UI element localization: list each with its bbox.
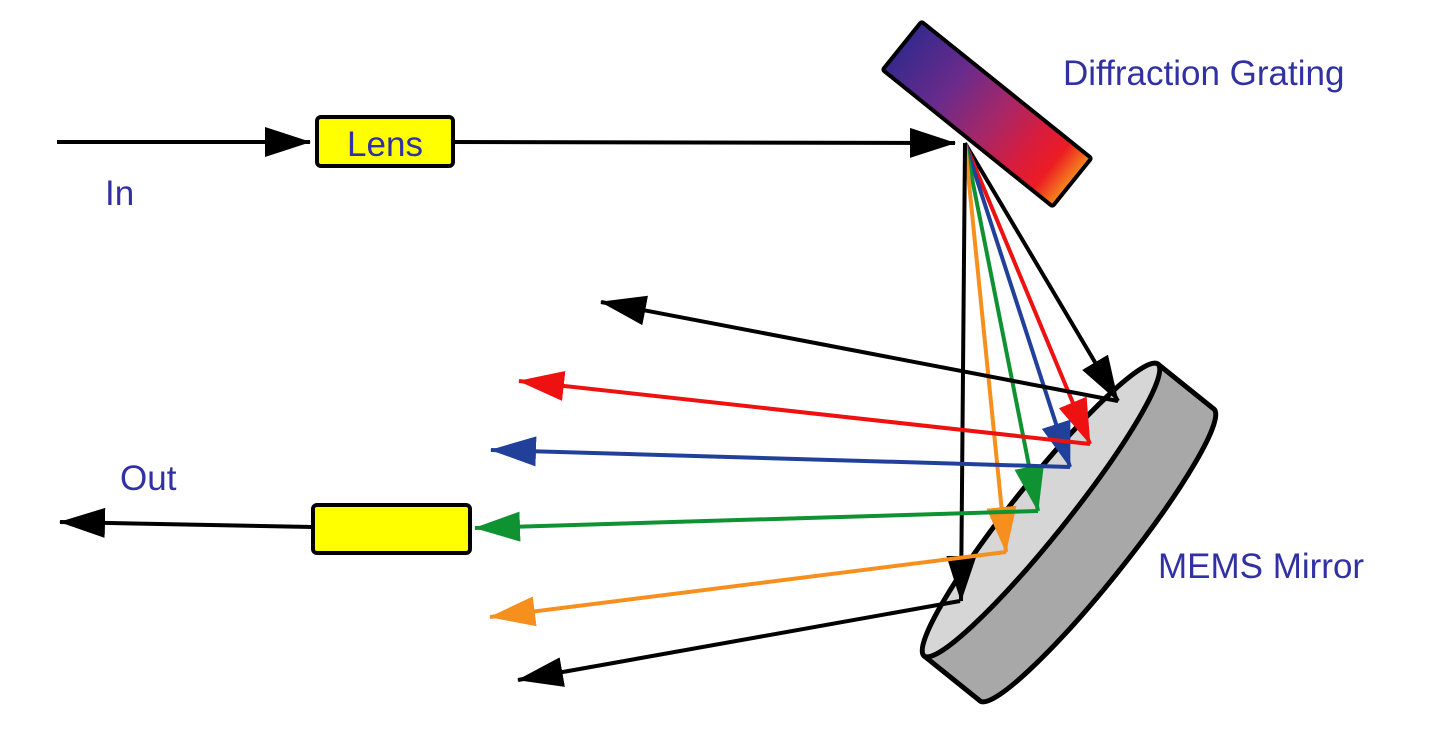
reflected-black-upper-ray [600,295,1119,403]
output-beam-ray [59,507,314,538]
reflected-red-ray [518,371,1091,446]
output-lens-box [311,503,472,555]
diffraction-grating [881,20,1093,208]
diffracted-green-ray [963,142,1044,512]
diffracted-black-upper-ray [963,141,1120,403]
out-label: Out [120,459,177,498]
input-beam-2-ray [451,127,956,158]
mems-mirror [919,360,1219,705]
reflected-blue-ray [490,436,1071,469]
reflected-green-ray [474,509,1039,542]
beam-rays [57,127,1120,687]
in-label: In [105,174,134,213]
reflected-orange-ray [489,550,1007,627]
diffracted-red-ray [963,142,1092,445]
reflected-black-lower-ray [517,599,961,687]
diffracted-orange-ray [963,142,1017,553]
mirror-body-side [924,364,1214,701]
diffracted-blue-ray [963,142,1072,468]
grating-label: Diffraction Grating [1063,54,1344,93]
mirror-label: MEMS Mirror [1158,547,1364,586]
input-lens-box [315,115,455,168]
lens-label: Lens [347,125,423,164]
